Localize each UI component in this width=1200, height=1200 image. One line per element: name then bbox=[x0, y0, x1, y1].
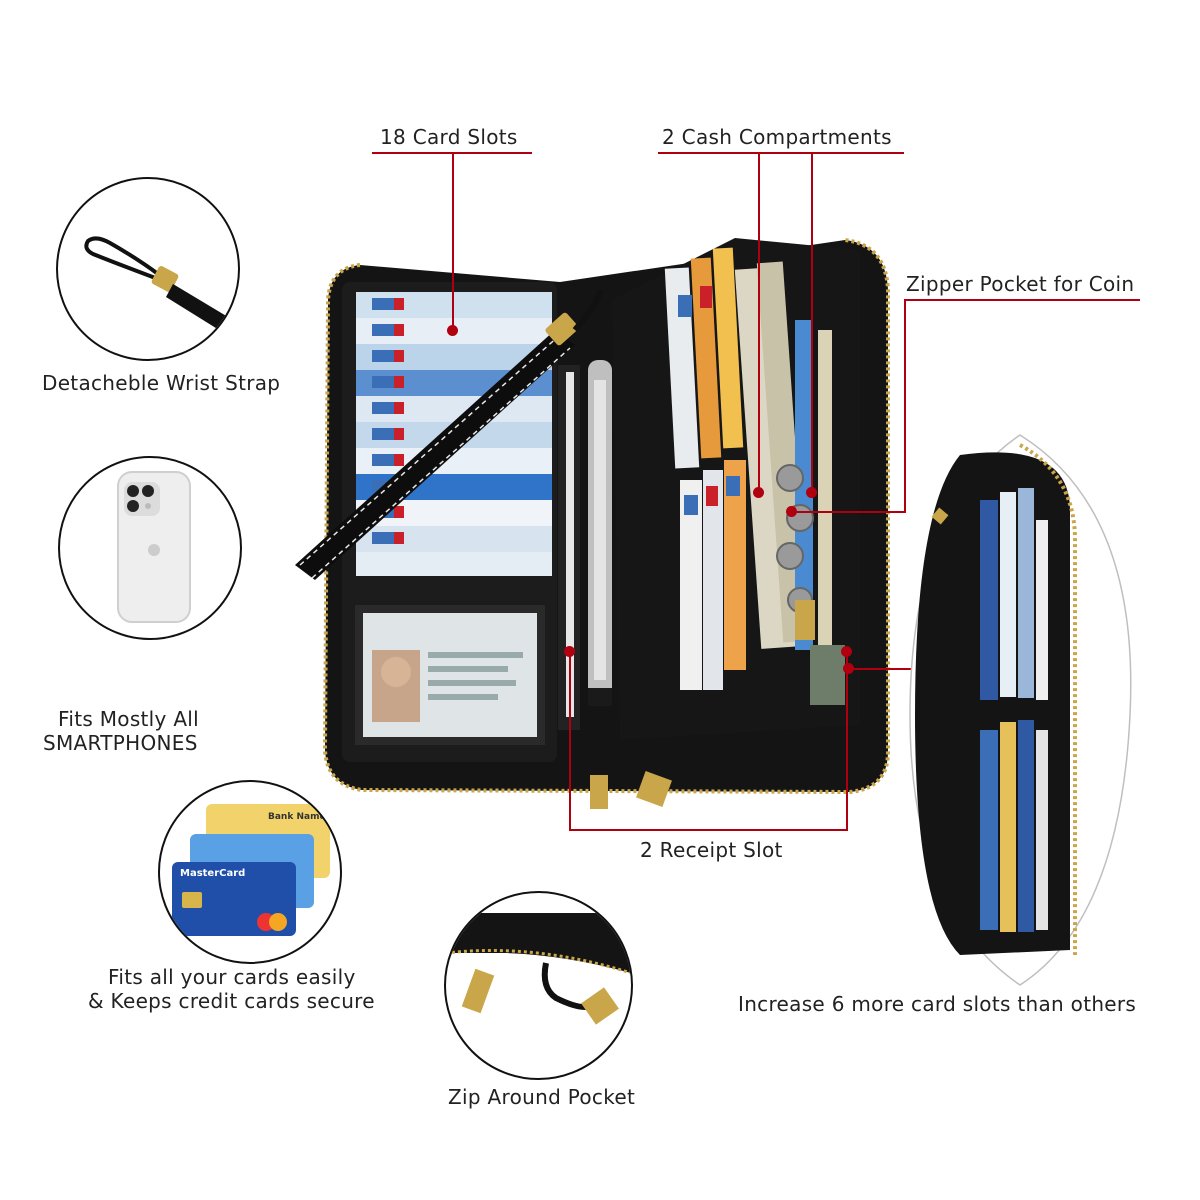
wallet-wrist-strap bbox=[295, 289, 603, 580]
marker-more-slots-2 bbox=[843, 663, 854, 674]
leader-receipt-2 bbox=[846, 650, 848, 830]
zipper-pull-icon bbox=[446, 913, 631, 1025]
credit-cards-icon bbox=[172, 804, 330, 936]
leader-coin-h bbox=[792, 511, 906, 513]
id-window bbox=[355, 605, 545, 745]
leader-receipt-h bbox=[569, 829, 848, 831]
circle-credit-cards: Bank Name MasterCard bbox=[158, 780, 342, 964]
circle-zip-pocket bbox=[444, 891, 633, 1080]
label-phones-1: Fits Mostly All bbox=[58, 707, 200, 731]
underline-cash bbox=[658, 152, 904, 154]
label-wrist-strap: Detacheble Wrist Strap bbox=[42, 371, 281, 395]
circle-smartphone bbox=[58, 456, 242, 640]
label-cards-2: & Keeps credit cards secure bbox=[88, 989, 375, 1013]
marker-cash-2 bbox=[806, 487, 817, 498]
label-card-slots: 18 Card Slots bbox=[380, 125, 518, 149]
marker-card-slots bbox=[447, 325, 458, 336]
leader-cash-1 bbox=[758, 152, 760, 492]
detail-cards-bottom bbox=[980, 720, 1048, 932]
card-bank-name: Bank Name bbox=[268, 812, 326, 822]
marker-cash-1 bbox=[753, 487, 764, 498]
leader-cash-2 bbox=[811, 152, 813, 492]
card-slot-detail bbox=[909, 434, 1132, 986]
detail-cards-top bbox=[980, 488, 1048, 700]
label-coin-pocket: Zipper Pocket for Coin bbox=[906, 272, 1135, 296]
label-receipt-slot: 2 Receipt Slot bbox=[640, 838, 783, 862]
leader-card-slots bbox=[452, 152, 454, 330]
marker-receipt-2 bbox=[841, 646, 852, 657]
leader-coin-v bbox=[904, 299, 906, 513]
left-card-stack bbox=[356, 292, 552, 576]
circle-wrist-strap bbox=[56, 177, 240, 361]
marker-receipt-1 bbox=[564, 646, 575, 657]
wrist-strap-icon bbox=[84, 236, 238, 342]
label-phones-2: SMARTPHONES bbox=[43, 731, 198, 755]
label-cards-1: Fits all your cards easily bbox=[108, 965, 356, 989]
smartphone-icon bbox=[117, 471, 191, 623]
label-cash-compartments: 2 Cash Compartments bbox=[662, 125, 892, 149]
label-zip-pocket: Zip Around Pocket bbox=[448, 1085, 636, 1109]
card-mastercard: MasterCard bbox=[180, 868, 246, 879]
label-more-slots: Increase 6 more card slots than others bbox=[738, 992, 1137, 1016]
marker-coin bbox=[786, 506, 797, 517]
leader-receipt-1 bbox=[569, 650, 571, 830]
right-card-stack bbox=[664, 247, 746, 690]
underline-coin bbox=[904, 299, 1140, 301]
